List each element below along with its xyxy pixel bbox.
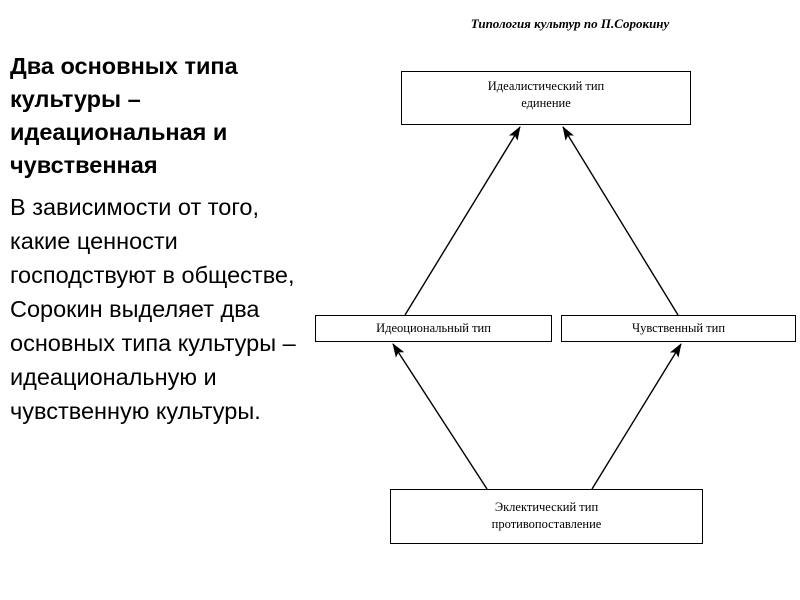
node-idealistic-type: Идеалистический тип единение <box>401 71 691 125</box>
node-ideational-type: Идеоциональный тип <box>315 315 552 342</box>
node-eclectic-type-label: Эклектический тип <box>494 500 599 514</box>
node-eclectic-type: Эклектический тип противопоставление <box>390 489 703 544</box>
node-idealistic-type-label: Идеалистический тип <box>487 79 605 93</box>
slide-heading: Два основных типа культуры – идеациональ… <box>10 53 238 178</box>
edge-right-to-top <box>562 126 679 316</box>
node-eclectic-type-sublabel: противопоставление <box>491 517 602 531</box>
slide-body-text: В зависимости от того, какие ценности го… <box>10 194 296 424</box>
edge-bottom-to-left <box>392 343 488 490</box>
node-idealistic-type-sublabel: единение <box>521 96 571 110</box>
edge-bottom-to-right <box>591 343 682 490</box>
node-sensate-type-label: Чувственный тип <box>631 321 726 335</box>
left-text-panel: Два основных типа культуры – идеациональ… <box>10 50 310 428</box>
diagram-title: Типология культур по П.Сорокину <box>470 16 670 31</box>
node-sensate-type: Чувственный тип <box>561 315 796 342</box>
edge-left-to-top <box>404 126 521 316</box>
node-ideational-type-label: Идеоциональный тип <box>376 321 491 335</box>
